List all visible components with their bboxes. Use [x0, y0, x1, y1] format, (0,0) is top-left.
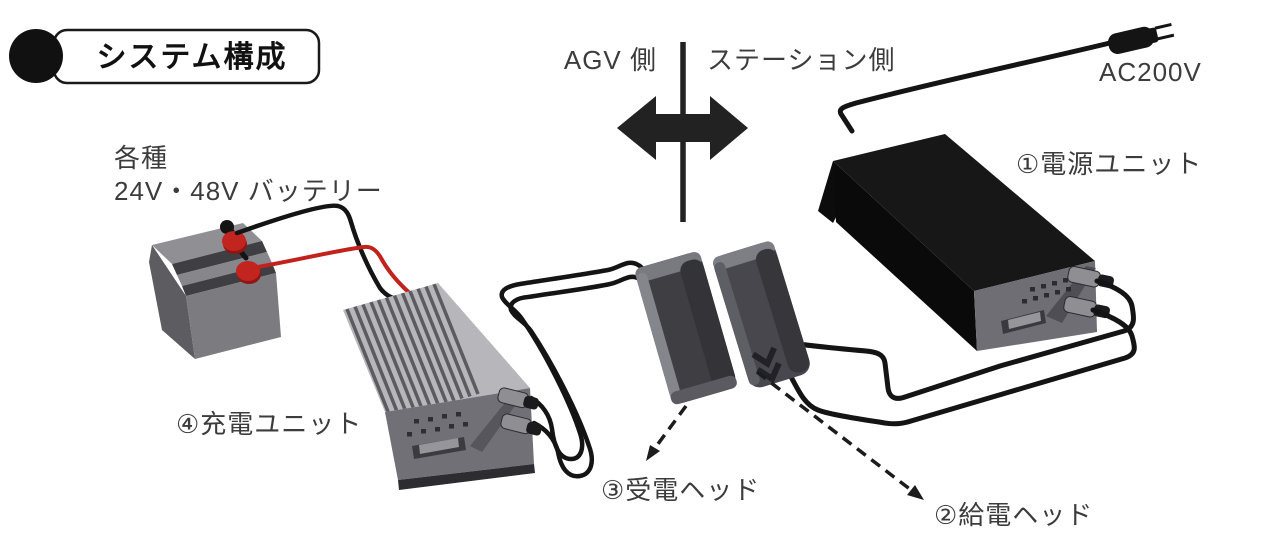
- heatsink-fins: [345, 283, 480, 412]
- ac-source-label: AC200V: [1099, 57, 1202, 87]
- power-unit-led-array: [1022, 278, 1071, 304]
- charging-unit-base: [398, 464, 535, 490]
- battery-mid-band: [177, 252, 272, 286]
- receiving-head-bottom-cap: [670, 375, 737, 405]
- station-side-label: ステーション側: [707, 45, 895, 75]
- charging-unit-led-array: [407, 412, 468, 437]
- receiving-head-top-cap: [635, 252, 702, 282]
- receiving-head: [635, 252, 737, 405]
- badge-dot-icon: [9, 29, 63, 83]
- plug-prongs: [1154, 22, 1175, 41]
- battery-terminal-1: [222, 231, 246, 251]
- battery-caption-line1: 各種: [114, 143, 168, 173]
- battery: 各種 24V・48V バッテリー: [114, 143, 416, 359]
- charging-unit-connector-2: [500, 413, 542, 436]
- agv-side-label: AGV 側: [564, 45, 657, 75]
- connector-gland: [526, 421, 542, 436]
- battery-wire-red: [250, 244, 416, 299]
- battery-front-face: [186, 273, 281, 359]
- receiving-head-edge-highlight: [636, 273, 682, 403]
- battery-caption-line2: 24V・48V バッテリー: [114, 176, 383, 206]
- receive-cable-2: [508, 274, 648, 479]
- power-unit-side: [833, 161, 977, 351]
- feed-cable-1: [775, 278, 1137, 401]
- ac-cord: [837, 39, 1117, 134]
- receive-head-label: ③受電ヘッド: [601, 475, 760, 505]
- power-unit-top: [833, 134, 1095, 291]
- connector-gland: [523, 395, 539, 410]
- charging-unit-panel-stripe: [470, 394, 522, 452]
- direction-arrow-icon: [617, 96, 748, 160]
- ac-power: AC200V: [837, 22, 1202, 134]
- feeding-head-cable-relief: [751, 346, 782, 384]
- feeding-head-edge-highlight: [714, 262, 760, 386]
- feeding-head-shade: [755, 248, 810, 373]
- feeding-head: [712, 241, 810, 388]
- charging-unit-connector-1: [497, 387, 539, 410]
- battery-terminal-2: [236, 261, 260, 281]
- side-divider: AGV 側 ステーション側: [564, 42, 895, 222]
- charging-unit-slot-bar: [419, 438, 459, 454]
- receive-head-arrow: [653, 404, 688, 450]
- charging-unit: ④充電ユニット: [176, 283, 542, 490]
- plug-head: [1144, 27, 1159, 44]
- receiving-head-shade: [680, 259, 736, 389]
- power-unit-label: ①電源ユニット: [1016, 149, 1202, 179]
- ac-plug-icon: [1108, 22, 1175, 55]
- page-title: システム構成: [96, 41, 287, 74]
- feed-head-arrowhead-icon: [907, 485, 924, 500]
- power-unit-slot-bar: [1008, 312, 1041, 329]
- battery-left-face: [149, 245, 195, 359]
- battery-wire-black: [234, 203, 402, 303]
- feeding-head-top-cap: [712, 241, 775, 271]
- feed-head-arrow: [755, 370, 913, 492]
- feed-head-label: ②給電ヘッド: [934, 500, 1093, 530]
- agv-cables: [499, 260, 648, 479]
- charge-unit-label: ④充電ユニット: [176, 409, 362, 439]
- callout-arrows: [646, 370, 924, 500]
- power-unit: ①電源ユニット: [818, 134, 1202, 351]
- title-badge: システム構成: [9, 28, 321, 85]
- receive-head-arrowhead-icon: [646, 445, 660, 461]
- plug-body: [1108, 26, 1154, 55]
- heatsink-top: [343, 283, 530, 412]
